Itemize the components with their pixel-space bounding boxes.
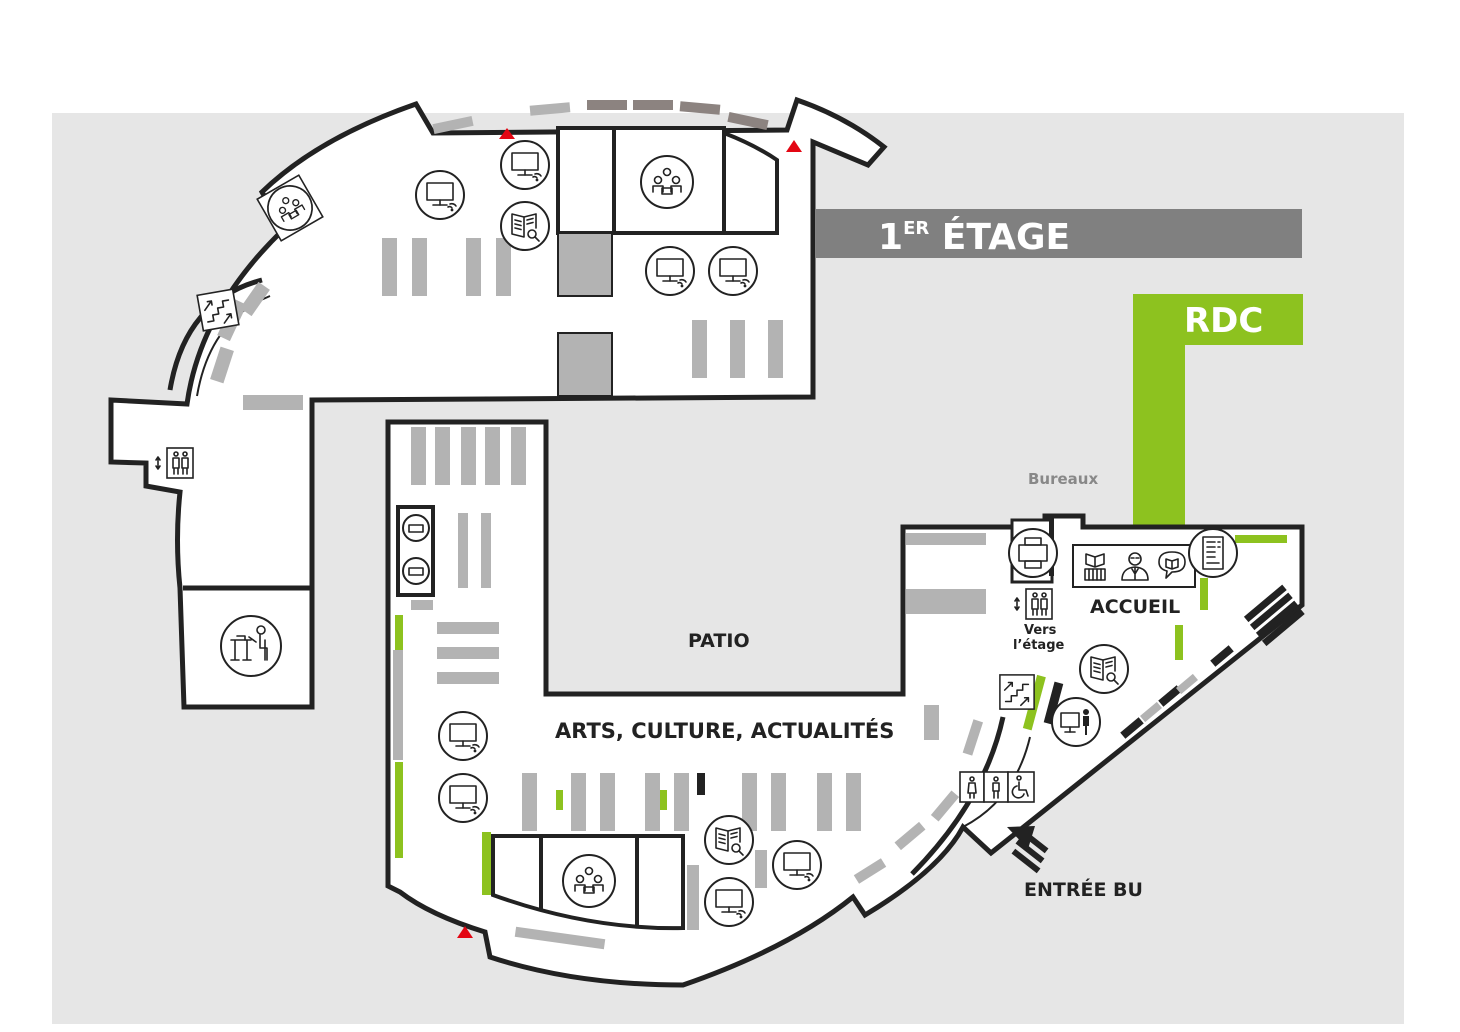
first-floor-plan (108, 96, 888, 710)
stairs-caption-line2: l’étage (1013, 638, 1065, 653)
group-room-icon (256, 174, 324, 242)
bureaux-label: Bureaux (1028, 470, 1098, 488)
catalogue-search-icon (1079, 644, 1129, 694)
stairs-icon (196, 288, 240, 332)
vending-machine-icon (1188, 528, 1238, 578)
computer-wifi-icon (704, 877, 754, 927)
librarian-icon (1121, 552, 1149, 581)
svg-text:1ER ÉTAGE: 1ER ÉTAGE (878, 216, 1070, 258)
toilets-icon (983, 771, 1009, 803)
computer-wifi-icon (772, 840, 822, 890)
computer-wifi-icon (500, 140, 550, 190)
help-chat-icon (1158, 551, 1186, 579)
entrance-label: ENTRÉE BU (1024, 878, 1143, 901)
catalogue-search-icon (500, 201, 550, 251)
ground-floor-banner: RDC (1133, 294, 1303, 528)
computer-wifi-icon (438, 773, 488, 823)
first-floor-sup: ER (903, 218, 929, 239)
first-floor-banner: 1ER ÉTAGE (816, 209, 1302, 258)
stairs-icon (999, 674, 1035, 710)
catalogue-search-icon (704, 815, 754, 865)
accessible-icon (1007, 771, 1035, 803)
emergency-exit-icon (457, 926, 473, 938)
computer-wifi-icon (645, 246, 695, 296)
first-floor-number: 1 (878, 217, 903, 258)
stairs-caption-line1: Vers (1024, 623, 1057, 638)
toilets-icon (959, 771, 985, 803)
study-desk-icon (220, 615, 282, 677)
emergency-exit-icon (786, 140, 802, 152)
ground-floor-plan (385, 419, 1305, 988)
first-floor-rest: ÉTAGE (929, 216, 1070, 258)
patio-label: PATIO (688, 630, 750, 652)
arts-section-label: ARTS, CULTURE, ACTUALITÉS (555, 718, 894, 743)
group-room-icon (640, 155, 694, 209)
computer-wifi-icon (438, 711, 488, 761)
ground-floor-label: RDC (1184, 301, 1263, 341)
computer-wifi-icon (708, 246, 758, 296)
group-room-icon (402, 514, 430, 585)
library-icon (1084, 553, 1106, 581)
entrance-arrow-icon (1007, 826, 1049, 874)
accueil-label: ACCUEIL (1090, 596, 1180, 618)
printer-icon (1008, 528, 1058, 578)
group-room-icon (562, 854, 616, 908)
emergency-exit-icon (499, 128, 515, 139)
computer-wifi-icon (415, 170, 465, 220)
presentation-icon (1051, 697, 1101, 747)
